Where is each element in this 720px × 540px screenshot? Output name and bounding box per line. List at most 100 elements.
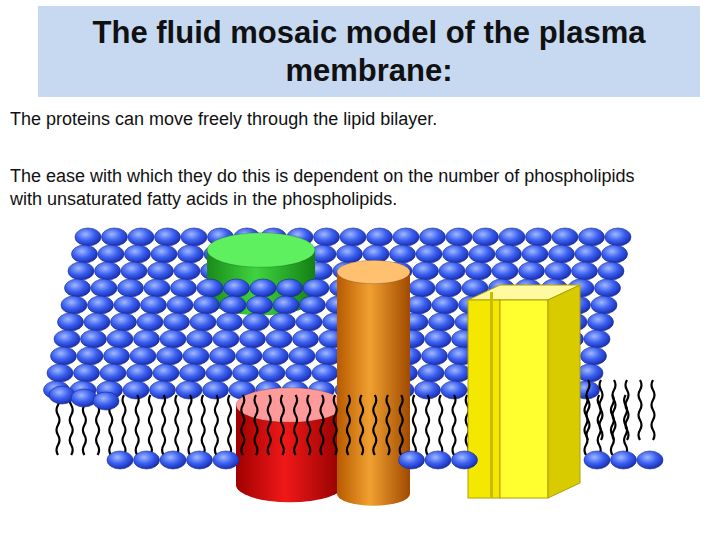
- phospholipid-head: [496, 245, 522, 263]
- phospholipid-head: [314, 228, 340, 246]
- phospholipid-head: [91, 279, 117, 297]
- yellow-protein: [548, 285, 580, 498]
- slide-title: The fluid mosaic model of the plasma mem…: [49, 14, 689, 90]
- phospholipid-head: [588, 313, 614, 331]
- phospholipid-head: [220, 296, 246, 314]
- phospholipid-head: [605, 228, 631, 246]
- fatty-acid-tail: [175, 395, 178, 455]
- phospholipid-head: [157, 347, 183, 365]
- phospholipid-head: [134, 330, 160, 348]
- fatty-acid-tail: [600, 380, 603, 440]
- fatty-acid-tail: [255, 395, 258, 455]
- fatty-acid-tail: [611, 395, 614, 455]
- phospholipid-head: [65, 279, 91, 297]
- phospholipid-head: [181, 228, 207, 246]
- phospholipid-head: [611, 451, 637, 469]
- phospholipid-head: [277, 279, 303, 297]
- phospholipid-head: [469, 245, 495, 263]
- fatty-acid-tail: [426, 395, 429, 455]
- phospholipid-head: [418, 364, 444, 382]
- phospholipid-head: [180, 364, 206, 382]
- title-box: The fluid mosaic model of the plasma mem…: [38, 6, 700, 97]
- phospholipid-head: [439, 262, 465, 280]
- phospholipid-head: [107, 330, 133, 348]
- phospholipid-head: [425, 451, 451, 469]
- phospholipid-head: [197, 279, 223, 297]
- phospholipid-head: [436, 279, 462, 297]
- fatty-acid-tail: [347, 395, 350, 455]
- phospholipid-head: [141, 296, 167, 314]
- phospholipid-head: [47, 364, 73, 382]
- phospholipid-head: [577, 364, 603, 382]
- fatty-acid-tail: [189, 395, 192, 455]
- phospholipid-head: [213, 330, 239, 348]
- phospholipid-head: [499, 228, 525, 246]
- phospholipid-head: [150, 381, 176, 399]
- fatty-acid-tail: [652, 380, 655, 440]
- phospholipid-head: [312, 364, 338, 382]
- phospholipid-head: [61, 296, 87, 314]
- phospholipid-head: [194, 296, 220, 314]
- fatty-acid-tail: [321, 395, 324, 455]
- body-text: The proteins can move freely through the…: [10, 108, 650, 131]
- phospholipid-head: [153, 364, 179, 382]
- phospholipid-head: [247, 296, 273, 314]
- phospholipid-head: [72, 245, 98, 263]
- phospholipid-head: [452, 451, 478, 469]
- phospholipid-head: [128, 228, 154, 246]
- phospholipid-head: [584, 330, 610, 348]
- phospholipid-head: [74, 364, 100, 382]
- phospholipid-head: [213, 451, 239, 469]
- phospholipid-head: [95, 262, 121, 280]
- phospholipid-head: [224, 279, 250, 297]
- phospholipid-head: [233, 364, 259, 382]
- phospholipid-head: [93, 392, 119, 410]
- phospholipid-head: [77, 347, 103, 365]
- phospholipid-head: [552, 228, 578, 246]
- phospholipid-head: [549, 245, 575, 263]
- phospholipid-head: [187, 330, 213, 348]
- phospholipid-head: [445, 364, 471, 382]
- red-protein: [236, 388, 344, 423]
- phospholipid-head: [236, 347, 262, 365]
- phospholipid-head: [591, 296, 617, 314]
- orange-protein: [337, 482, 410, 505]
- phospholipid-head: [102, 228, 128, 246]
- fatty-acid-tail: [215, 395, 218, 455]
- phospholipid-head: [203, 381, 229, 399]
- fatty-acid-tail: [585, 395, 588, 455]
- fatty-acid-tail: [639, 380, 642, 440]
- phospholipid-head: [270, 313, 296, 331]
- phospholipid-head: [130, 347, 156, 365]
- phospholipid-head: [545, 262, 571, 280]
- fatty-acid-tail: [241, 395, 244, 455]
- phospholipid-head: [127, 364, 153, 382]
- phospholipid-head: [98, 245, 124, 263]
- yellow-protein: [500, 300, 548, 498]
- phospholipid-head: [123, 381, 149, 399]
- phospholipid-head: [399, 451, 425, 469]
- yellow-protein: [468, 300, 500, 498]
- phospholipid-head: [210, 347, 236, 365]
- phospholipid-head: [466, 262, 492, 280]
- phospholipid-head: [160, 330, 186, 348]
- yellow-protein: [490, 292, 493, 498]
- phospholipid-head: [416, 245, 442, 263]
- phospholipid-head: [519, 262, 545, 280]
- phospholipid-head: [581, 347, 607, 365]
- fatty-acid-tail: [70, 395, 73, 455]
- fatty-acid-tail: [587, 380, 590, 440]
- phospholipid-head: [125, 245, 151, 263]
- phospholipid-head: [422, 347, 448, 365]
- phospholipid-head: [390, 245, 416, 263]
- phospholipid-head: [303, 279, 329, 297]
- phospholipid-head: [243, 313, 269, 331]
- phospholipid-head: [286, 364, 312, 382]
- fatty-acid-tail: [400, 395, 403, 455]
- phospholipid-head: [429, 313, 455, 331]
- phospholipid-head: [572, 262, 598, 280]
- phospholipid-head: [164, 313, 190, 331]
- phospholipid-head: [174, 262, 200, 280]
- fatty-acid-tail: [202, 395, 205, 455]
